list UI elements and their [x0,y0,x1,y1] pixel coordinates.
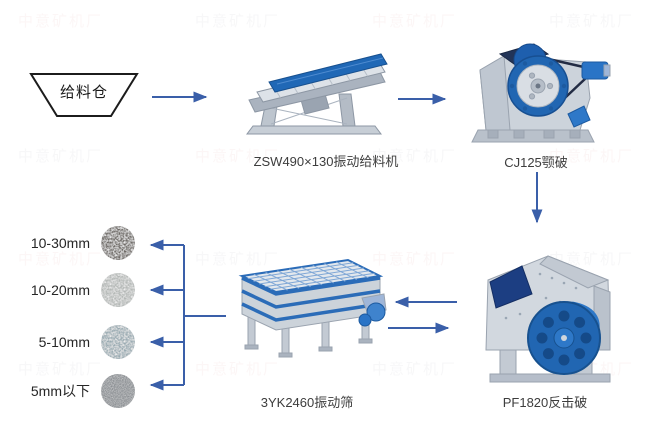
impact-crusher-label: PF1820反击破 [502,395,588,410]
gravel-sample-image [101,226,135,260]
feeder-label: ZSW490×130振动给料机 [253,154,399,169]
gravel-sample-image [101,273,135,307]
product-size-label: 10-20mm [30,282,90,298]
trapezoid-outline [29,73,139,117]
jaw-crusher-illustration [471,43,611,143]
product-size-label: 5mm以下 [30,383,90,399]
product-row: 5-10mm [26,323,137,361]
product-row: 5mm以下 [26,372,137,410]
impact-crusher-illustration [485,255,611,383]
product-row: 10-20mm [26,271,137,309]
gravel-sample-image [101,325,135,359]
product-size-label: 5-10mm [38,334,90,350]
gravel-sample-image [101,374,135,408]
vibrating-feeder-illustration [246,53,388,135]
jaw-crusher-label: CJ125颚破 [504,155,568,170]
vibrating-screen-illustration [238,258,387,358]
feed-bin-shape: 给料仓 [28,72,140,118]
product-row: 10-30mm [26,224,137,262]
screen-label: 3YK2460振动筛 [260,395,354,410]
feed-bin-label: 给料仓 [59,84,108,101]
product-size-label: 10-30mm [30,235,90,251]
